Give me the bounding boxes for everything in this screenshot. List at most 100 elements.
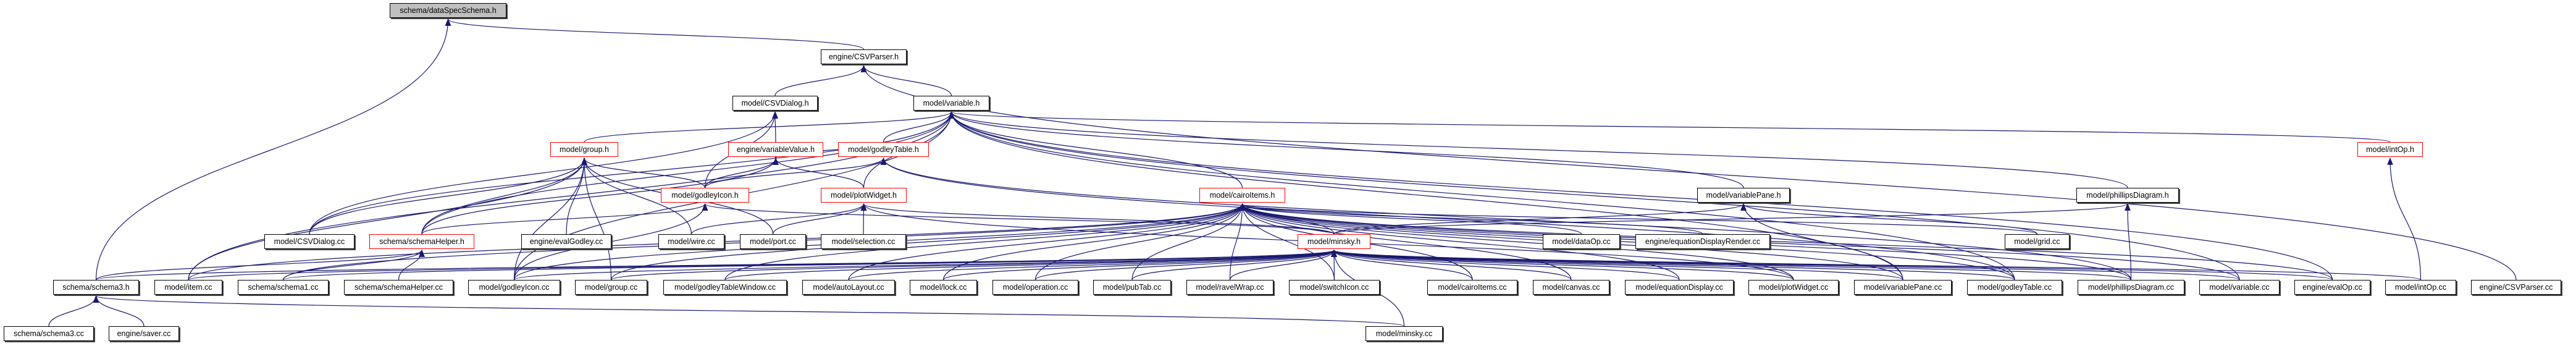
dependency-edge — [1239, 203, 2015, 281]
graph-node-plotwidget-cc[interactable]: model/plotWidget.cc — [1748, 280, 1839, 295]
dependency-edge — [1331, 249, 2333, 281]
dependency-edge — [309, 111, 778, 235]
graph-node-schemahelper-h[interactable]: schema/schemaHelper.h — [369, 234, 474, 249]
dependency-edge — [581, 157, 706, 188]
dependency-edge — [1331, 249, 2132, 281]
dependency-edge — [690, 203, 867, 235]
graph-node-canvas-cc[interactable]: model/canvas.cc — [1533, 280, 1609, 295]
dependency-edge — [1131, 203, 1246, 281]
graph-node-csvparser-cc[interactable]: engine/CSVParser.cc — [2471, 280, 2561, 295]
dependency-edge — [948, 111, 2015, 281]
dependency-edge — [581, 157, 692, 235]
graph-node-evalgodley-cc[interactable]: engine/evalGodley.cc — [521, 234, 611, 249]
dependency-edge — [948, 111, 2333, 281]
dependency-edge — [421, 111, 955, 235]
dependency-edge — [949, 111, 2391, 143]
graph-node-selection-cc[interactable]: model/selection.cc — [821, 234, 906, 249]
graph-node-cairoitems-h[interactable]: model/cairoItems.h — [1199, 188, 1285, 203]
graph-node-phillipsdiagram-cc[interactable]: model/phillipsDiagram.cc — [2078, 280, 2184, 295]
graph-node-csvparser-h[interactable]: engine/CSVParser.h — [821, 49, 907, 64]
dependency-edge — [398, 249, 425, 281]
graph-node-godleyicon-h[interactable]: model/godleyIcon.h — [661, 188, 749, 203]
dependency-edge — [883, 111, 955, 143]
graph-node-cairoitems-cc[interactable]: model/cairoItems.cc — [1427, 280, 1517, 295]
graph-node-lock-cc[interactable]: model/lock.cc — [910, 280, 977, 295]
dependency-edge — [848, 249, 1337, 281]
graph-node-item-cc[interactable]: model/item.cc — [154, 280, 222, 295]
dependency-edge — [1240, 203, 1703, 235]
graph-node-godleytable-cc[interactable]: model/godleyTable.cc — [1967, 280, 2062, 295]
graph-node-ravelwrap-cc[interactable]: model/ravelWrap.cc — [1186, 280, 1273, 295]
graph-node-csvdialog-cc[interactable]: model/CSVDialog.cc — [264, 234, 355, 249]
dependency-edge — [1333, 203, 2131, 235]
dependency-edge — [610, 203, 1246, 281]
graph-node-variablepane-cc[interactable]: model/variablePane.cc — [1854, 280, 1952, 295]
dependency-edge — [1331, 249, 2015, 281]
dependency-edge — [1239, 203, 1582, 235]
graph-node-saver-cc[interactable]: engine/saver.cc — [109, 326, 179, 341]
dependency-edge — [880, 157, 2015, 281]
graph-node-schema1-cc[interactable]: schema/schema1.cc — [238, 280, 329, 295]
dependency-edge — [610, 249, 1337, 281]
dependency-edge — [772, 203, 867, 235]
graph-node-variablepane-h[interactable]: model/variablePane.h — [1697, 188, 1790, 203]
dependency-edge — [93, 295, 1405, 327]
graph-node-operation-cc[interactable]: model/operation.cc — [992, 280, 1078, 295]
graph-node-group-h[interactable]: model/group.h — [550, 142, 618, 157]
graph-node-minsky-h[interactable]: model/minsky.h — [1298, 234, 1370, 249]
dependency-edge — [421, 157, 587, 235]
dependency-edge — [704, 157, 779, 188]
dependency-edge — [95, 249, 1336, 281]
dependency-edge — [1740, 203, 2038, 235]
graph-node-godleytablewindow-cc[interactable]: model/godleyTableWindow.cc — [663, 280, 787, 295]
dependency-edge — [1034, 249, 1337, 281]
dependency-edge — [1331, 249, 1794, 281]
graph-node-dataop-cc[interactable]: model/dataOp.cc — [1543, 234, 1620, 249]
graph-node-phillipsdiagram-h[interactable]: model/phillipsDiagram.h — [2076, 188, 2179, 203]
graph-node-godleytable-h[interactable]: model/godleyTable.h — [838, 142, 929, 157]
dependency-edge — [942, 203, 1246, 281]
graph-node-group-cc[interactable]: model/group.cc — [575, 280, 647, 295]
graph-node-grid-cc[interactable]: model/grid.cc — [2005, 234, 2070, 249]
graph-node-wire-cc[interactable]: model/wire.cc — [658, 234, 724, 249]
dependency-edge — [1229, 249, 1337, 281]
graph-node-pubtab-cc[interactable]: model/pubTab.cc — [1093, 280, 1171, 295]
dependency-edge — [704, 157, 887, 188]
graph-node-evalop-cc[interactable]: engine/evalOp.cc — [2294, 280, 2370, 295]
graph-node-godleyicon-cc[interactable]: model/godleyIcon.cc — [468, 280, 560, 295]
dependency-edge — [1239, 203, 1572, 281]
dependency-edge — [188, 157, 587, 281]
dependency-edge — [48, 295, 99, 327]
dependency-edge — [1240, 203, 2038, 235]
dependency-edge — [702, 203, 1335, 235]
dependency-edge — [421, 157, 779, 235]
graph-node-equationdisplayrender-cc[interactable]: engine/equationDisplayRender.cc — [1635, 234, 1770, 249]
graph-node-intop-h[interactable]: model/intOp.h — [2357, 142, 2423, 157]
graph-node-dataspecschema-h[interactable]: schema/dataSpecSchema.h — [390, 3, 506, 18]
graph-node-variable-h[interactable]: model/variable.h — [913, 96, 989, 111]
dependency-edge — [282, 249, 425, 281]
graph-node-intop-cc[interactable]: model/intOp.cc — [2385, 280, 2456, 295]
dependency-edge — [774, 64, 867, 96]
dependency-edge — [1131, 249, 1337, 281]
graph-node-schema3-h[interactable]: schema/schema3.h — [53, 280, 139, 295]
dependency-edge — [1331, 249, 1680, 281]
dependency-edge — [421, 203, 708, 235]
dependency-edge — [949, 111, 2128, 188]
graph-node-switchicon-cc[interactable]: model/switchIcon.cc — [1289, 280, 1380, 295]
dependency-edge — [2387, 157, 2422, 281]
graph-node-schema3-cc[interactable]: schema/schema3.cc — [4, 326, 94, 341]
graph-node-minsky-cc[interactable]: model/minsky.cc — [1366, 326, 1443, 341]
graph-node-autolayout-cc[interactable]: model/autoLayout.cc — [802, 280, 895, 295]
graph-node-plotwidget-h[interactable]: model/plotWidget.h — [821, 188, 907, 203]
graph-node-csvdialog-h[interactable]: model/CSVDialog.h — [732, 96, 818, 111]
graph-node-equationdisplay-cc[interactable]: model/equationDisplay.cc — [1625, 280, 1734, 295]
graph-node-schemahelper-cc[interactable]: schema/schemaHelper.cc — [344, 280, 453, 295]
dependency-edge — [188, 249, 1336, 281]
graph-node-variable-cc[interactable]: model/variable.cc — [2199, 280, 2280, 295]
graph-node-port-cc[interactable]: model/port.cc — [740, 234, 806, 249]
graph-node-variablevalue-h[interactable]: engine/variableValue.h — [728, 142, 823, 157]
dependency-edge — [860, 64, 952, 96]
